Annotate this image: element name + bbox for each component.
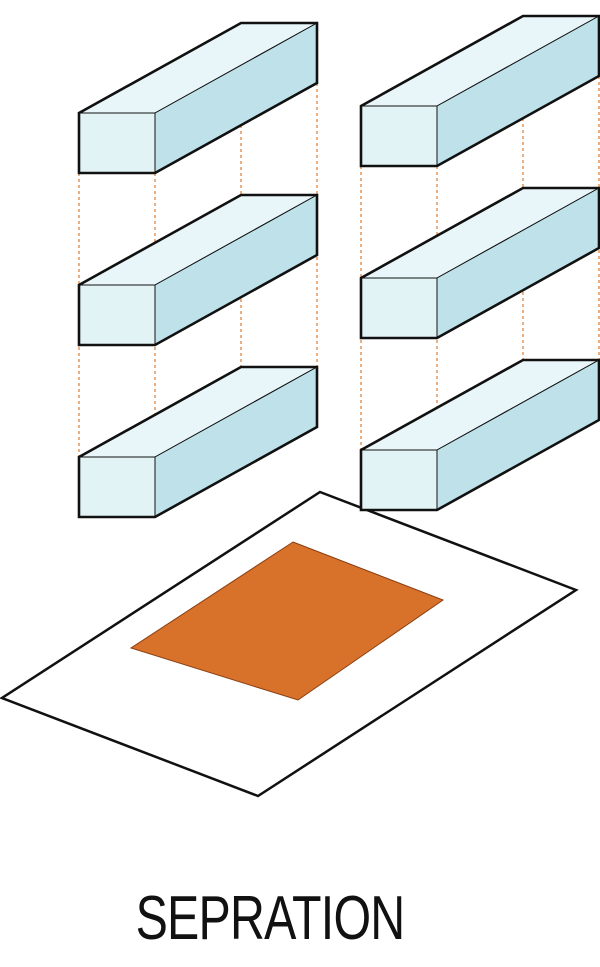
volume-outline xyxy=(359,14,600,168)
right-volume xyxy=(359,14,600,168)
building-volumes xyxy=(77,14,600,519)
right-volume xyxy=(359,358,600,512)
volume-outline xyxy=(359,358,600,512)
volume-front-face xyxy=(360,449,438,511)
right-volume xyxy=(359,186,600,340)
diagram-caption: SEPRATION xyxy=(135,884,406,953)
volume-outline xyxy=(77,365,319,519)
volume-front-face xyxy=(78,284,156,346)
volume-outline xyxy=(77,193,319,347)
volume-front-face xyxy=(360,277,438,339)
left-volume xyxy=(77,21,319,175)
volume-outline xyxy=(359,186,600,340)
volume-outline xyxy=(77,21,319,175)
volume-front-face xyxy=(78,112,156,174)
footprint xyxy=(129,541,445,701)
left-volume xyxy=(77,193,319,347)
volume-front-face xyxy=(78,456,156,518)
site-plot xyxy=(0,490,579,798)
volume-front-face xyxy=(360,105,438,167)
left-volume xyxy=(77,365,319,519)
